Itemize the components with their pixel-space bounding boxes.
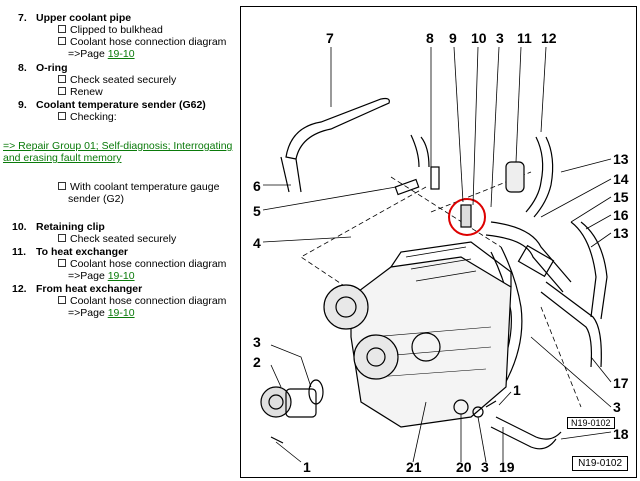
callout-number: 17 <box>613 375 629 391</box>
text-panel: 7. Upper coolant pipe Clipped to bulkhea… <box>0 0 236 481</box>
repair-group-link-line-1: => Repair Group 01; Self-diagnosis; Inte… <box>3 140 232 152</box>
item-12-title: From heat exchanger <box>36 283 143 295</box>
callout-number: 3 <box>481 459 489 475</box>
figure-id: N19-0102 <box>572 456 628 471</box>
page-ref-prefix: =>Page <box>68 270 108 282</box>
callout-number: 3 <box>253 334 261 350</box>
repair-group-link-cont[interactable]: and erasing fault memory <box>3 152 122 164</box>
bullet-text: Clipped to bulkhead <box>70 24 163 36</box>
callout-number: 5 <box>253 203 261 219</box>
item-10-bullet-1: Check seated securely <box>58 233 176 245</box>
item-7-number: 7. <box>18 12 27 24</box>
callout-number: 15 <box>613 189 629 205</box>
bullet-box-icon <box>58 234 66 242</box>
bullet-text: Renew <box>70 86 103 98</box>
callout-number: 1 <box>303 459 311 475</box>
bullet-text: With coolant temperature gauge <box>70 181 220 193</box>
bullet-text: Coolant hose connection diagram <box>70 295 227 307</box>
item-8-number: 8. <box>18 62 27 74</box>
item-12-bullet-1: Coolant hose connection diagram <box>58 295 226 307</box>
bullet-text: Coolant hose connection diagram <box>70 36 227 48</box>
callout-number: 8 <box>426 30 434 46</box>
item-9-bullet-1: Checking: <box>58 111 117 123</box>
callout-number: 3 <box>496 30 504 46</box>
bullet-box-icon <box>58 37 66 45</box>
bullet-text: Checking: <box>70 111 117 123</box>
callout-number: 9 <box>449 30 457 46</box>
gauge-bullet-cont: sender (G2) <box>68 193 125 205</box>
item-7-bullet-2: Coolant hose connection diagram <box>58 36 226 48</box>
bullet-box-icon <box>58 182 66 190</box>
item-11-title: To heat exchanger <box>36 246 128 258</box>
item-8-bullet-1: Check seated securely <box>58 74 176 86</box>
callout-number: 6 <box>253 178 261 194</box>
item-12-page-ref: =>Page 19-10 <box>68 307 135 319</box>
callout-number: 16 <box>613 207 629 223</box>
item-12-number: 12. <box>12 283 27 295</box>
page-ref-prefix: =>Page <box>68 48 108 60</box>
bullet-text: Check seated securely <box>70 74 177 86</box>
item-8-bullet-2: Renew <box>58 86 103 98</box>
bullet-box-icon <box>58 75 66 83</box>
page-link[interactable]: 19-10 <box>107 307 135 319</box>
bullet-text: Check seated securely <box>70 233 177 245</box>
callout-number: 3 <box>613 399 621 415</box>
callout-number: 12 <box>541 30 557 46</box>
item-11-number: 11. <box>12 246 27 258</box>
item-7-page-ref: =>Page 19-10 <box>68 48 135 60</box>
callout-number: 10 <box>471 30 487 46</box>
callout-number: 7 <box>326 30 334 46</box>
item-11-bullet-1: Coolant hose connection diagram <box>58 258 226 270</box>
callout-number: 1 <box>513 382 521 398</box>
callout-number: 13 <box>613 151 629 167</box>
bullet-box-icon <box>58 259 66 267</box>
item-11-page-ref: =>Page 19-10 <box>68 270 135 282</box>
repair-group-link[interactable]: => Repair Group 01; Self-diagnosis; Inte… <box>3 140 233 152</box>
repair-group-link-line-2: and erasing fault memory <box>3 152 121 164</box>
callout-number: 11 <box>517 30 532 46</box>
callout-number: 2 <box>253 354 261 370</box>
item-9-title: Coolant temperature sender (G62) <box>36 99 206 111</box>
callout-number: 18 <box>613 426 629 442</box>
item-7-title: Upper coolant pipe <box>36 12 132 24</box>
item-10-title: Retaining clip <box>36 221 105 233</box>
bullet-box-icon <box>58 112 66 120</box>
item-7-bullet-1: Clipped to bulkhead <box>58 24 163 36</box>
callout-number: 4 <box>253 235 261 251</box>
figure-tag: N19-0102 <box>567 417 615 429</box>
item-10-number: 10. <box>12 221 27 233</box>
page-ref-prefix: =>Page <box>68 307 108 319</box>
bullet-box-icon <box>58 87 66 95</box>
item-9-number: 9. <box>18 99 27 111</box>
item-8-title: O-ring <box>36 62 68 74</box>
gauge-bullet: With coolant temperature gauge <box>58 181 219 193</box>
callout-number: 14 <box>613 171 629 187</box>
bullet-box-icon <box>58 25 66 33</box>
page-link[interactable]: 19-10 <box>107 270 135 282</box>
callout-number: 20 <box>456 459 472 475</box>
callout-number: 21 <box>406 459 422 475</box>
callout-number: 13 <box>613 225 629 241</box>
bullet-box-icon <box>58 296 66 304</box>
bullet-text: Coolant hose connection diagram <box>70 258 227 270</box>
callout-number: 19 <box>499 459 515 475</box>
page-link[interactable]: 19-10 <box>107 48 135 60</box>
